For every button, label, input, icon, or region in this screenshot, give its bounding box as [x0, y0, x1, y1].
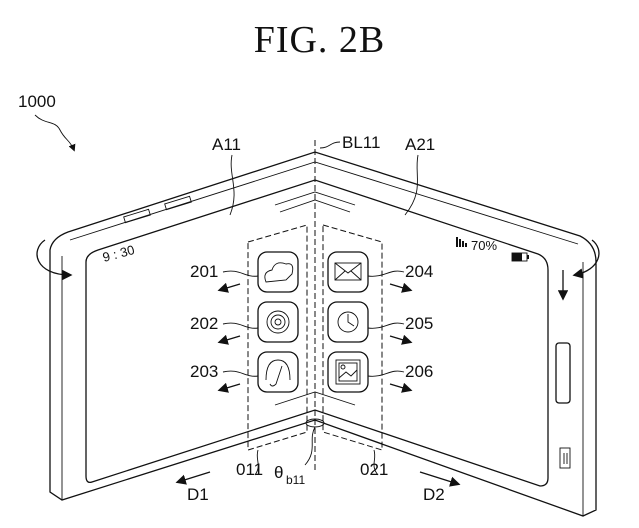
picture-icon	[335, 359, 361, 385]
label-204: 204	[405, 262, 433, 281]
clock-icon	[337, 311, 359, 333]
headphones-music-icon	[265, 359, 291, 381]
label-a11: A11	[212, 135, 241, 154]
label-bl11: BL11	[342, 133, 380, 152]
region-021	[322, 224, 383, 451]
target-icon	[266, 310, 290, 334]
signal-icon	[456, 237, 467, 247]
figure-title: FIG. 2B	[253, 19, 386, 61]
label-203: 203	[190, 362, 218, 381]
side-button	[555, 342, 571, 404]
app-icon-202[interactable]	[257, 301, 299, 343]
device-ref-leader	[34, 114, 76, 152]
battery-icon	[511, 252, 529, 262]
label-202: 202	[190, 314, 218, 333]
label-theta: θ	[274, 463, 283, 482]
label-205: 205	[405, 314, 433, 333]
label-206: 206	[405, 362, 433, 381]
cloud-icon	[264, 262, 294, 283]
label-011: 011	[236, 460, 263, 479]
device-ref-label: 1000	[18, 92, 56, 111]
label-a21: A21	[405, 135, 435, 154]
app-icon-204[interactable]	[327, 251, 369, 293]
mail-icon	[334, 262, 362, 281]
status-time: 9 : 30	[101, 242, 136, 265]
app-icon-203[interactable]	[257, 351, 299, 393]
label-201: 201	[190, 262, 218, 281]
label-021: 021	[360, 460, 388, 479]
app-icon-201[interactable]	[257, 251, 299, 293]
label-d1: D1	[187, 485, 209, 504]
d2-arrow-icon	[419, 471, 461, 487]
app-icon-205[interactable]	[327, 301, 369, 343]
rotate-right-arrow-icon	[572, 239, 600, 279]
device-body	[49, 151, 597, 517]
region-011	[247, 224, 308, 451]
label-theta-subscript: b11	[286, 473, 305, 487]
app-icon-206[interactable]	[327, 351, 369, 393]
rotate-left-arrow-icon	[36, 239, 73, 281]
battery-percent: 70%	[471, 238, 497, 253]
d1-arrow-icon	[175, 471, 211, 485]
label-d2: D2	[423, 485, 445, 504]
